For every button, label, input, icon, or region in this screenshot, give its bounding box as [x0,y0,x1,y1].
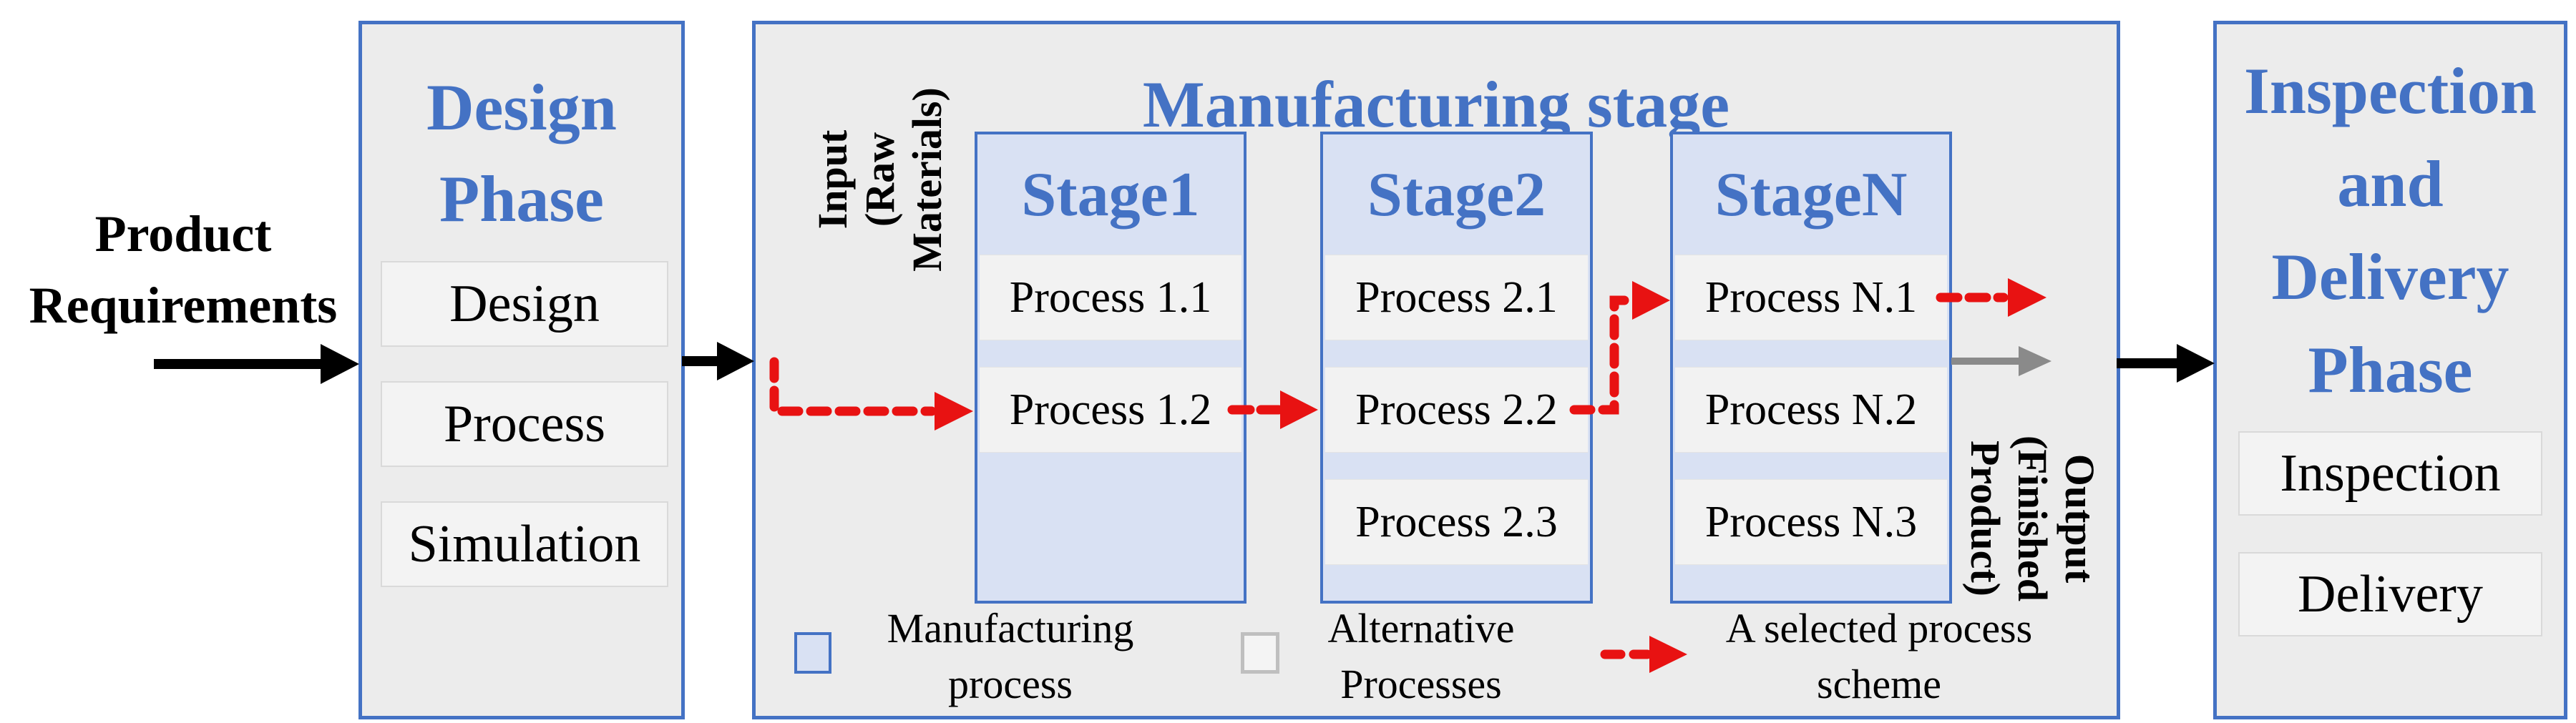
stage1-title: Stage1 [1021,159,1200,230]
inspection-item: Inspection [2238,431,2542,516]
process-item: Process [381,381,668,467]
arrow-manufacturing-to-inspection [2117,344,2215,383]
stageN-title: StageN [1714,159,1908,230]
legend-selected-scheme-label: A selected process scheme [1725,605,2033,707]
stage1-box: Stage1 Process 1.1 Process 1.2 [975,132,1246,604]
simulation-item: Simulation [381,501,668,587]
alternative-processes-swatch [1241,632,1279,674]
product-requirements-label: Product Requirements [29,205,338,334]
process-N-1-row: Process N.1 [1675,255,1947,340]
arrow-design-to-manufacturing [682,342,754,380]
process-N-2-row: Process N.2 [1675,367,1947,453]
inspection-delivery-phase-box: Inspection and Delivery Phase Inspection… [2213,21,2567,719]
legend-manufacturing-process-label: Manufacturing process [887,605,1134,707]
process-N-3-row: Process N.3 [1675,479,1947,565]
process-2-1-row: Process 2.1 [1325,255,1588,340]
process-2-3-row: Process 2.3 [1325,479,1588,565]
design-item: Design [381,261,668,347]
stageN-box: StageN Process N.1 Process N.2 Process N… [1670,132,1952,604]
inspection-delivery-phase-title: Inspection and Delivery Phase [2244,54,2537,406]
stage2-box: Stage2 Process 2.1 Process 2.2 Process 2… [1320,132,1593,604]
arrow-requirements-to-design [154,344,359,384]
input-raw-materials-label: Input (Raw Materials) [809,87,950,272]
legend-alternative-processes-label: Alternative Processes [1327,605,1515,707]
design-phase-box: Design Phase Design Process Simulation [358,21,685,719]
design-phase-title: Design Phase [426,71,617,235]
process-1-1-row: Process 1.1 [980,255,1241,340]
manufacturing-process-swatch [794,632,831,674]
stage2-title: Stage2 [1367,159,1546,230]
process-2-2-row: Process 2.2 [1325,367,1588,453]
manufacturing-stage-title: Manufacturing stage [1142,68,1730,141]
process-1-2-row: Process 1.2 [980,367,1241,453]
delivery-item: Delivery [2238,552,2542,636]
